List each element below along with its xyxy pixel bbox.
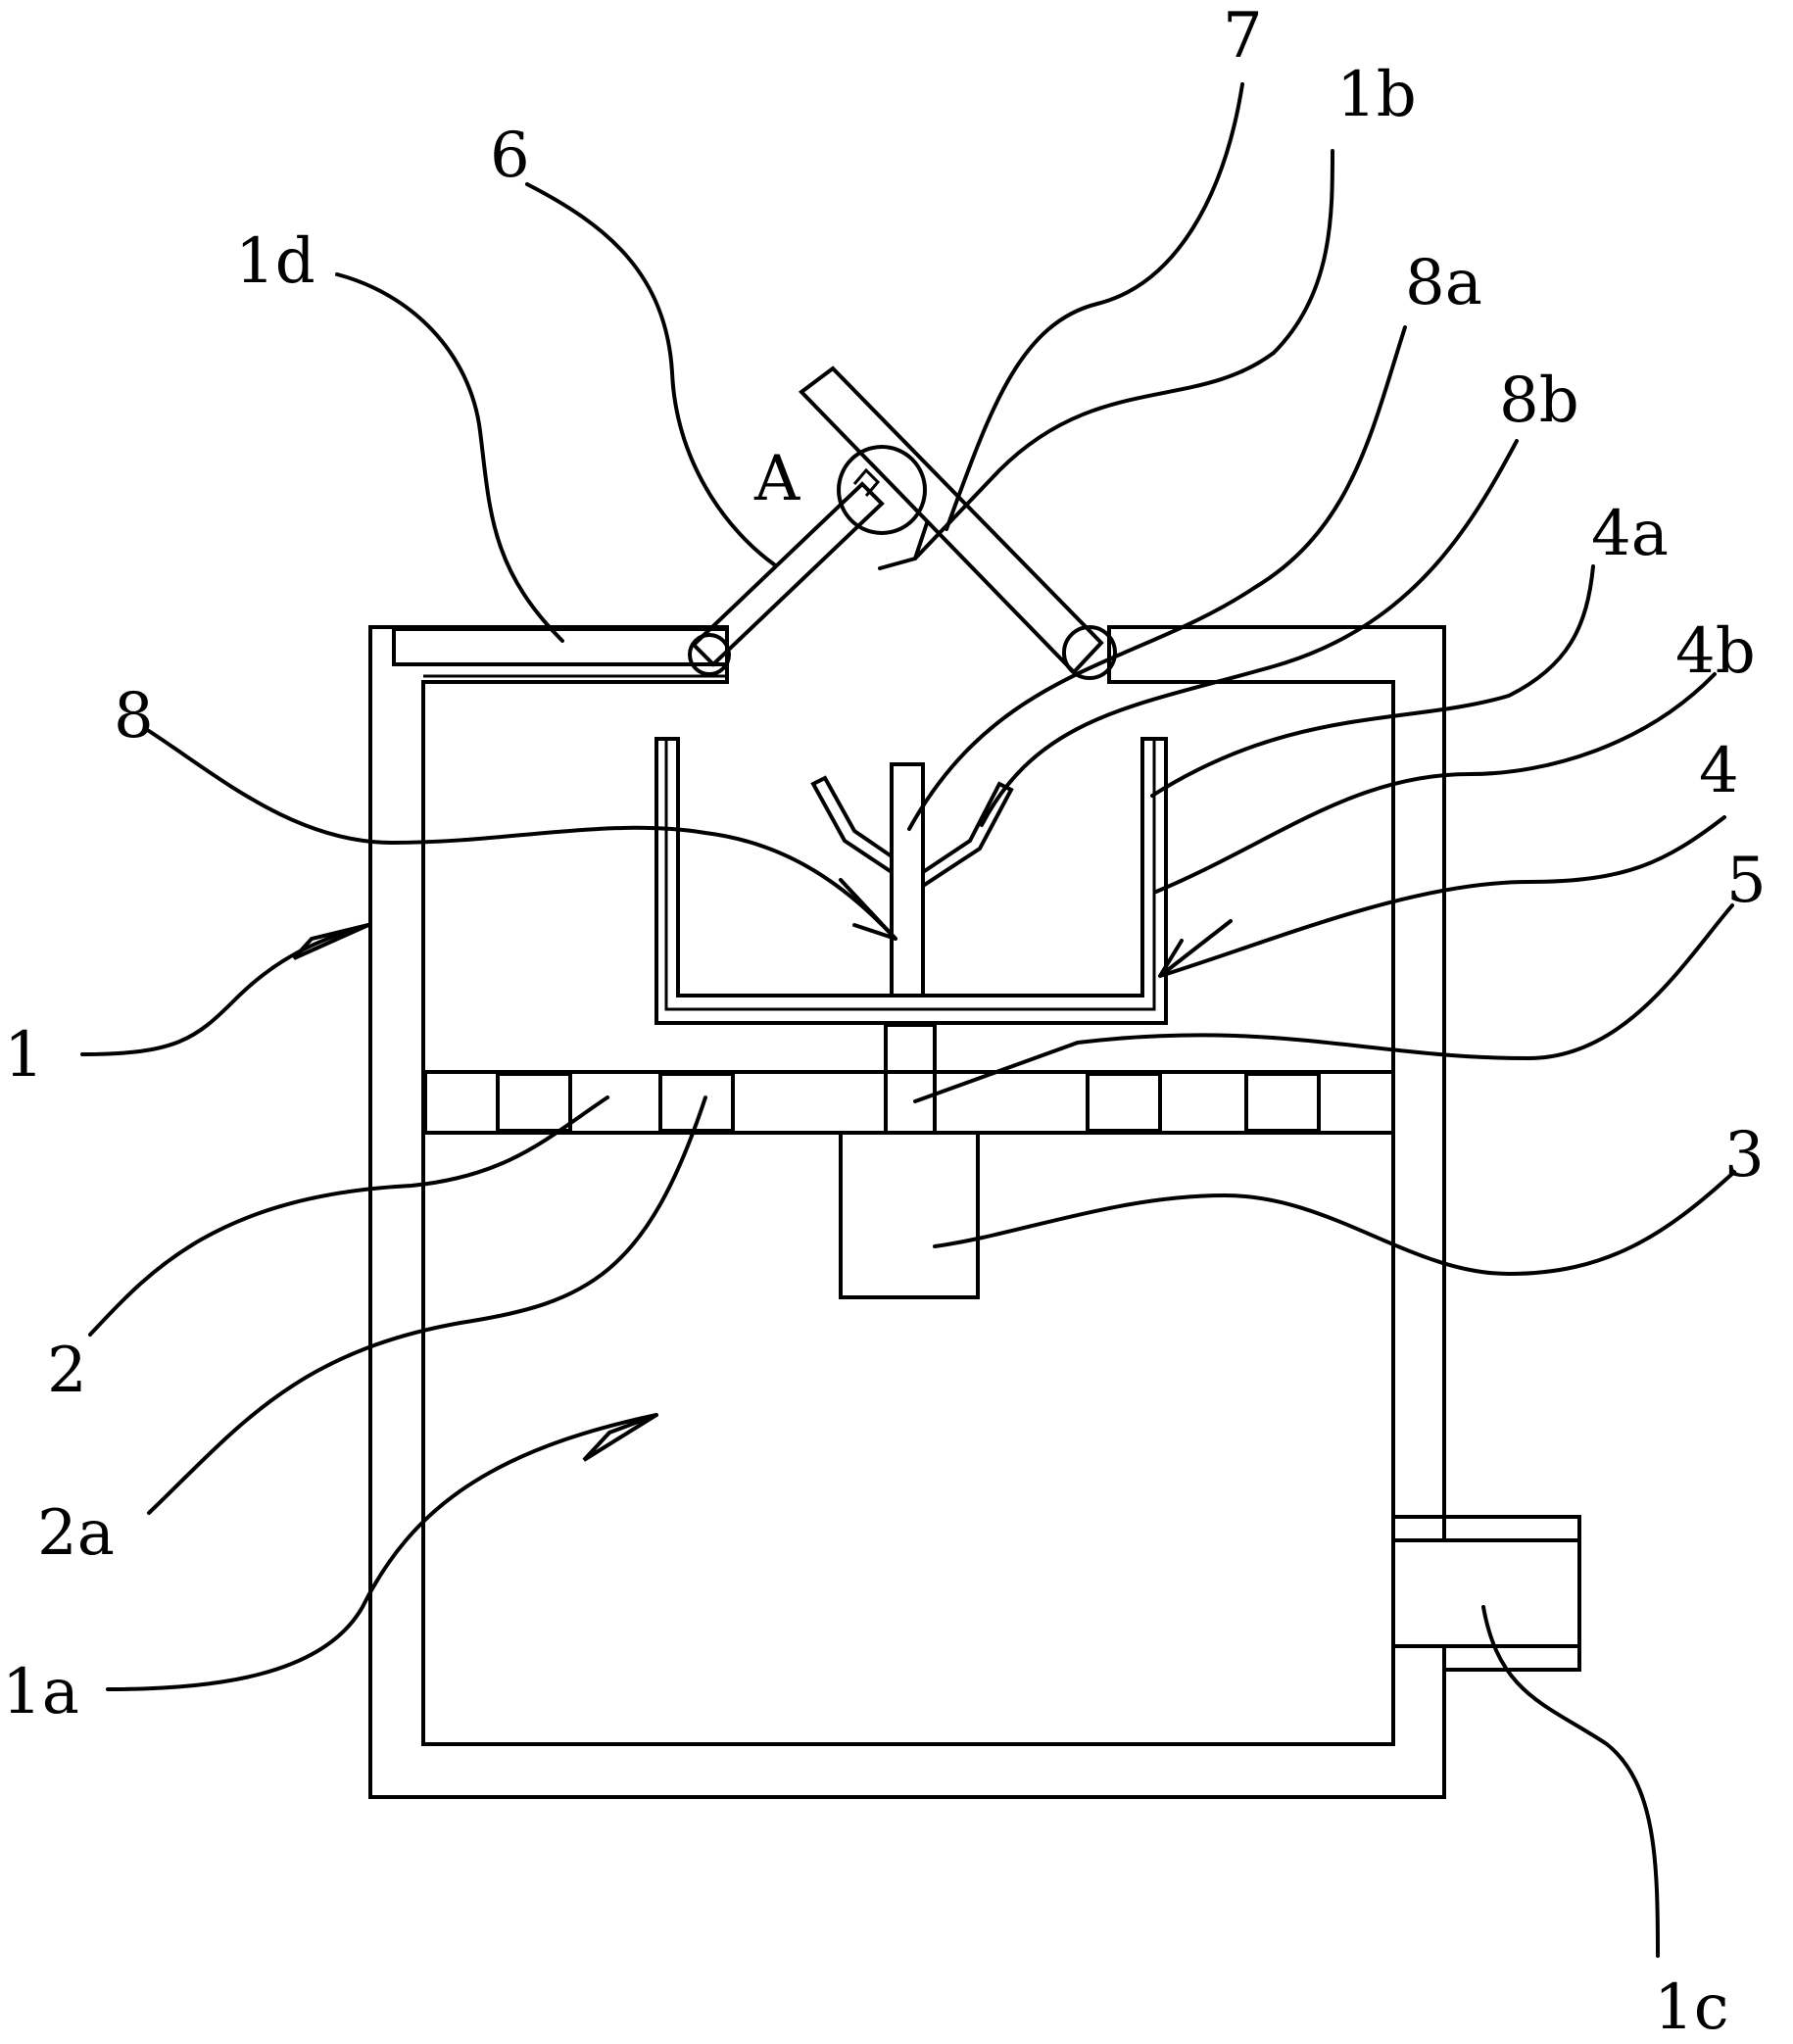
filter-hole	[1244, 1072, 1321, 1133]
label-2: 2	[47, 1335, 87, 1407]
label-4a: 4a	[1591, 498, 1669, 570]
shaft-body	[884, 1023, 937, 1135]
arrowhead-7	[878, 521, 929, 570]
filter-hole	[496, 1072, 572, 1133]
label-1c: 1c	[1654, 1971, 1729, 2044]
slot-1d	[392, 627, 729, 666]
leader-5	[913, 903, 1734, 1103]
stirrer	[810, 762, 1014, 998]
stirrer-rod	[890, 762, 925, 998]
arrowhead-8	[839, 878, 897, 941]
label-8: 8	[114, 680, 154, 753]
motor-body	[839, 1131, 980, 1299]
filter-hole	[658, 1072, 735, 1133]
leader-2a	[147, 1095, 707, 1515]
label-4: 4	[1699, 735, 1739, 807]
leader-3	[933, 1170, 1736, 1277]
label-1: 1	[4, 1019, 44, 1092]
label-7: 7	[1223, 0, 1263, 73]
leader-8b	[980, 439, 1519, 827]
label-1b: 1b	[1336, 59, 1417, 131]
leader-1b	[913, 149, 1334, 560]
basket	[654, 737, 1168, 1025]
leader-4	[1158, 815, 1726, 978]
basket-outer	[654, 737, 1168, 1025]
leader-1	[80, 923, 370, 1056]
lid-right	[798, 365, 1117, 680]
basket-inner-liner	[664, 741, 1156, 1011]
housing	[368, 625, 1581, 1799]
motor	[839, 1131, 980, 1299]
label-8b: 8b	[1499, 365, 1579, 437]
latch	[852, 467, 881, 497]
label-6: 6	[490, 120, 530, 192]
lid-left	[688, 481, 885, 676]
filter-hole	[1086, 1072, 1162, 1133]
lid-7	[798, 365, 1104, 675]
leader-1c	[1481, 1605, 1660, 1958]
lid-6	[691, 481, 885, 667]
outlet-pipe	[1442, 1515, 1581, 1542]
leader-lines	[80, 82, 1736, 1958]
leader-4a	[1150, 564, 1595, 798]
label-2a: 2a	[37, 1497, 115, 1570]
leader-8	[147, 729, 897, 941]
housing-wall	[368, 625, 1446, 1799]
arrow-heads	[292, 521, 1233, 1462]
leader-8a	[907, 325, 1407, 831]
label-4b: 4b	[1675, 615, 1756, 688]
stirrer-blade-right	[921, 781, 1014, 890]
leader-2	[88, 1095, 609, 1337]
label-1a: 1a	[2, 1656, 79, 1728]
arrowhead-1a	[582, 1413, 658, 1462]
leader-4b	[1154, 672, 1717, 894]
arrowhead-1	[292, 923, 369, 960]
label-8a: 8a	[1405, 247, 1482, 319]
leader-1a	[106, 1413, 658, 1691]
leader-6	[525, 182, 776, 566]
detail-circle-a	[837, 445, 927, 535]
shaft-5	[884, 1023, 937, 1135]
hinge-left	[688, 633, 731, 676]
label-3: 3	[1724, 1119, 1765, 1192]
label-detail-a: A	[753, 443, 800, 515]
leader-1d	[335, 272, 564, 643]
arrowhead-4	[1158, 919, 1233, 978]
label-1d: 1d	[235, 225, 315, 298]
stirrer-blade-left	[810, 775, 894, 876]
hinge-right	[1062, 625, 1117, 680]
leader-7	[945, 82, 1244, 531]
label-5: 5	[1726, 845, 1767, 917]
outlet-pipe-lower	[1442, 1644, 1581, 1672]
